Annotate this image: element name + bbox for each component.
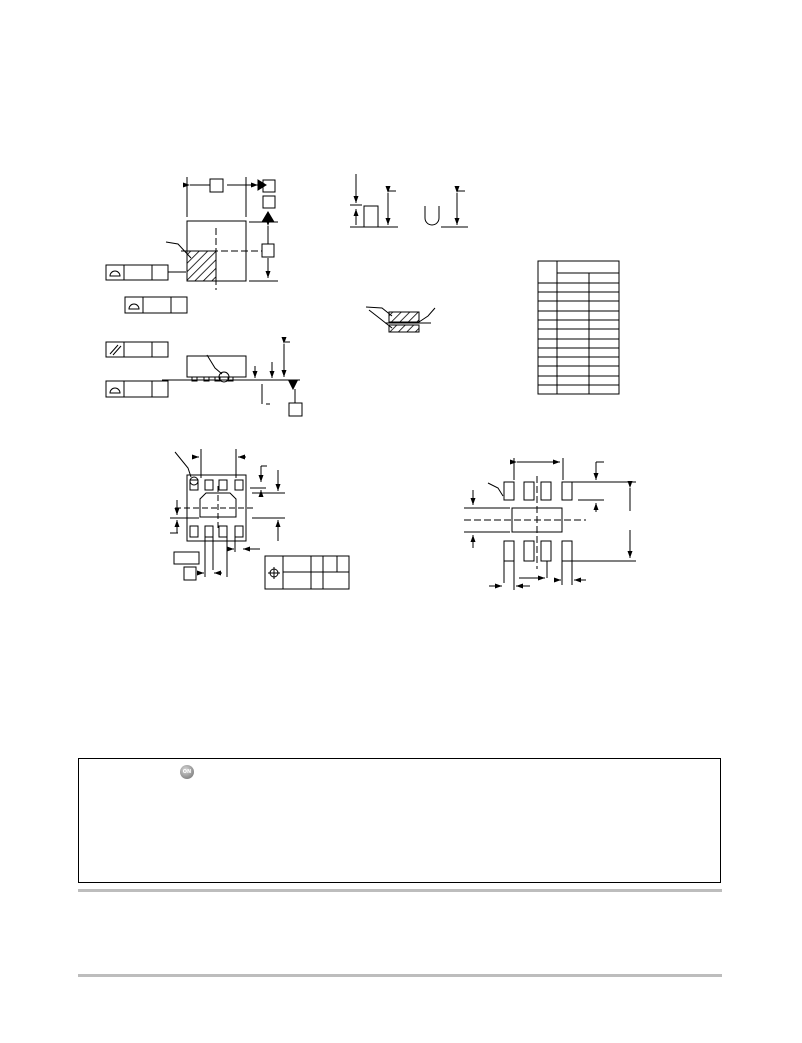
- recommended-mounting-footprint: [464, 458, 636, 590]
- footer-rule-top: [78, 889, 722, 892]
- dimension-table: [537, 260, 620, 395]
- flatness-icon: [109, 387, 121, 394]
- position-icon: [268, 567, 280, 579]
- detail-plating-view: [365, 306, 436, 333]
- footer-rule-bottom: [78, 974, 722, 977]
- title-block: ON: [78, 758, 721, 883]
- detail-terminal-views: [350, 174, 468, 228]
- side-view: [105, 337, 303, 417]
- parallelism-icon: [109, 344, 122, 356]
- profile-surface-icon: [109, 270, 140, 310]
- bottom-view: [170, 449, 350, 590]
- logo-icon: ON: [180, 765, 194, 779]
- top-view: [105, 177, 278, 314]
